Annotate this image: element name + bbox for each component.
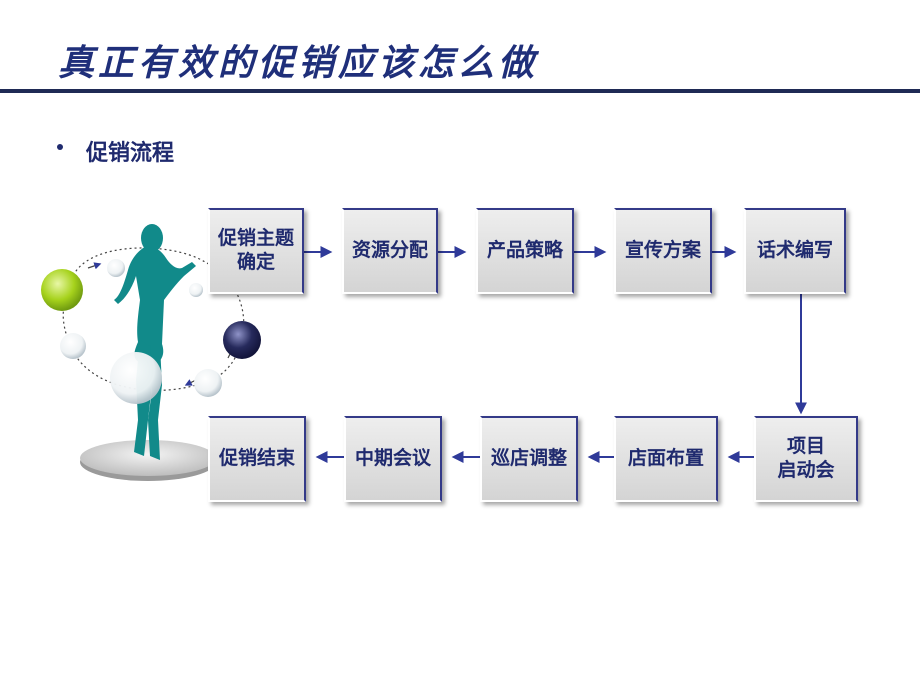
step-label: 项目 启动会	[777, 435, 835, 481]
step-label: 巡店调整	[490, 447, 567, 470]
bullet-icon	[57, 144, 63, 150]
bullet-heading: 促销流程	[86, 141, 175, 166]
step-label: 中期会议	[354, 447, 431, 470]
step-script-box: 话术编写	[744, 208, 846, 294]
slide-title: 真正有效的促销应该怎么做	[58, 42, 539, 84]
woman-figure-icon	[114, 224, 196, 460]
step-label: 话术编写	[756, 239, 833, 262]
small-ball-icon	[107, 259, 125, 277]
small-ball-icon	[60, 333, 86, 359]
title-divider	[0, 89, 920, 93]
step-end-box: 促销结束	[208, 416, 306, 502]
step-midterm-box: 中期会议	[344, 416, 442, 502]
step-label: 资源分配	[351, 239, 428, 262]
pedestal-shape	[80, 440, 216, 481]
step-label: 店面布置	[627, 447, 704, 470]
step-resources-box: 资源分配	[342, 208, 438, 294]
step-kickoff-box: 项目 启动会	[754, 416, 858, 502]
step-label: 产品策略	[486, 239, 563, 262]
step-patrol-box: 巡店调整	[480, 416, 578, 502]
step-promo-box: 宣传方案	[614, 208, 712, 294]
step-product-box: 产品策略	[476, 208, 574, 294]
step-label: 宣传方案	[624, 239, 701, 262]
small-ball-icon	[189, 283, 203, 297]
small-ball-icon	[194, 369, 222, 397]
step-store-setup-box: 店面布置	[614, 416, 718, 502]
step-label: 促销结束	[218, 447, 295, 470]
large-ball-icon	[110, 352, 162, 404]
step-label: 促销主题 确定	[217, 227, 294, 273]
step-topic-box: 促销主题 确定	[208, 208, 304, 294]
navy-ball-icon	[223, 321, 261, 359]
green-ball-icon	[41, 269, 83, 311]
